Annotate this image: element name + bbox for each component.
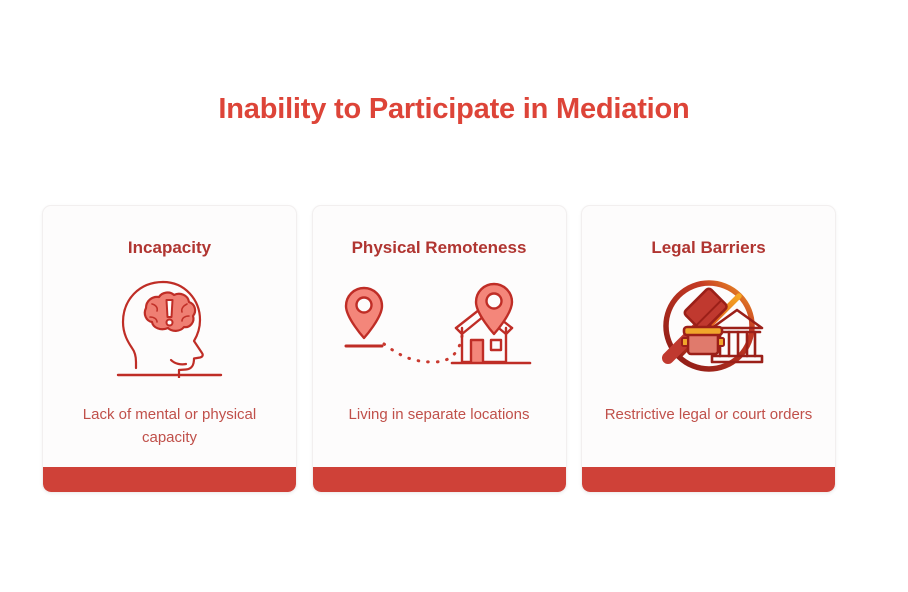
card-description: Restrictive legal or court orders — [604, 406, 813, 424]
gavel-courthouse-prohibited-icon — [582, 274, 835, 378]
page-title: Inability to Participate in Mediation — [218, 93, 690, 125]
card-accent-bar — [312, 467, 566, 492]
card-list: Incapacity — [42, 205, 836, 493]
card-title: Legal Barriers — [651, 238, 766, 257]
card-description: Living in separate locations — [348, 406, 530, 424]
card-title: Incapacity — [127, 238, 212, 257]
card-accent-bar — [582, 467, 835, 492]
card-description: Lack of mental or physical capacity — [82, 406, 257, 446]
card-title: Physical Remoteness — [351, 238, 527, 257]
head-brain-alert-icon — [43, 274, 296, 379]
map-pins-house-icon — [313, 274, 566, 378]
card-incapacity[interactable]: Incapacity — [42, 205, 297, 493]
card-legal-barriers[interactable]: Legal Barriers — [581, 205, 836, 493]
card-accent-bar — [43, 467, 296, 492]
card-physical-remoteness[interactable]: Physical Remoteness — [311, 205, 567, 493]
